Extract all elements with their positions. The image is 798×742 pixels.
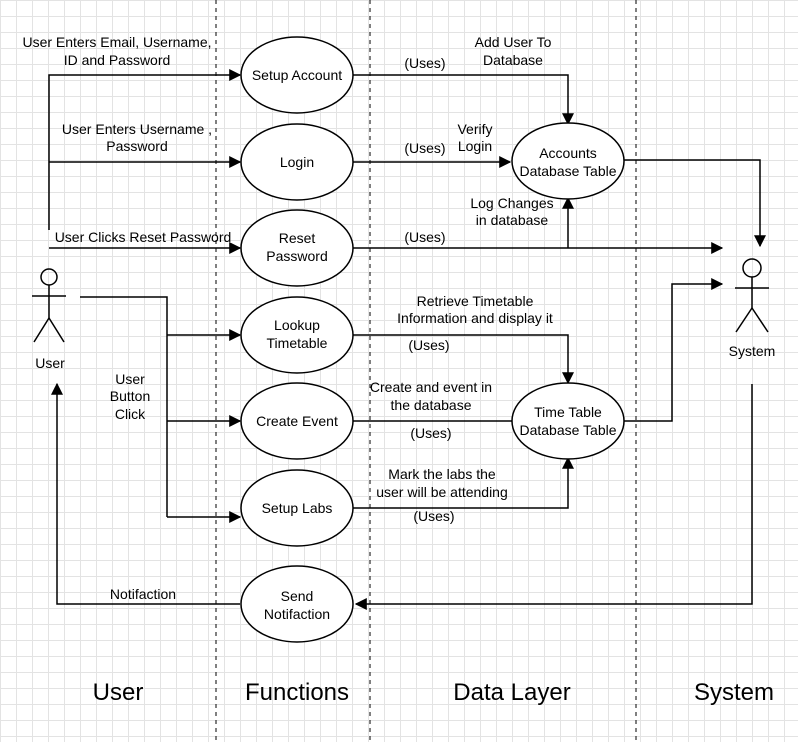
edge-setup-labs-timetable-db: [353, 456, 574, 509]
accounts-database-table-label-1: Accounts: [539, 145, 597, 161]
edge-label-uses-3: (Uses): [404, 229, 445, 245]
use-case-create-event[interactable]: Create Event: [240, 382, 354, 460]
timetable-database-table[interactable]: Time Table Database Table: [511, 382, 625, 460]
use-case-login-label: Login: [280, 154, 314, 170]
edge-label-log-changes-1: Log Changes: [470, 195, 553, 211]
use-case-setup-account[interactable]: Setup Account: [240, 36, 354, 114]
edge-label-button-click-1: User: [115, 371, 145, 387]
use-case-setup-labs[interactable]: Setup Labs: [240, 469, 354, 547]
use-case-send-notification-label-1: Send: [281, 588, 314, 604]
use-case-lookup-timetable-label-1: Lookup: [274, 317, 320, 333]
edge-label-notification: Notifaction: [110, 586, 176, 602]
use-case-reset-password[interactable]: Reset Password: [240, 209, 354, 287]
edge-label-enter-login-2: Password: [106, 138, 167, 154]
timetable-database-table-label-2: Database Table: [519, 422, 616, 438]
accounts-database-table-label-2: Database Table: [519, 163, 616, 179]
use-case-lookup-timetable-label-2: Timetable: [267, 335, 328, 351]
edge-label-button-click-2: Button: [110, 388, 150, 404]
edge-label-create-1: Create and event in: [370, 379, 492, 395]
user-actor: [32, 268, 66, 343]
edge-label-verify-1: Verify: [457, 121, 492, 137]
accounts-database-table[interactable]: Accounts Database Table: [511, 122, 625, 200]
use-case-send-notification-label-2: Notifaction: [264, 606, 330, 622]
user-actor-label: User: [35, 355, 65, 371]
edge-label-clicks-reset: User Clicks Reset Password: [55, 229, 232, 245]
edge-timetable-db-system: [624, 278, 724, 422]
lane-title-user: User: [93, 679, 144, 706]
lane-title-system: System: [694, 679, 774, 706]
edge-label-mark-1: Mark the labs the: [388, 466, 496, 482]
timetable-database-table-label-1: Time Table: [534, 404, 602, 420]
use-case-send-notification[interactable]: Send Notifaction: [240, 565, 354, 643]
edge-label-log-changes-2: in database: [476, 212, 549, 228]
use-case-setup-labs-label: Setup Labs: [262, 500, 333, 516]
edge-label-verify-2: Login: [458, 138, 492, 154]
use-case-reset-password-label-1: Reset: [279, 230, 316, 246]
edge-label-create-2: the database: [391, 397, 472, 413]
edge-label-uses-1: (Uses): [404, 55, 445, 71]
lane-title-data-layer: Data Layer: [453, 679, 570, 706]
edge-label-uses-2: (Uses): [404, 140, 445, 156]
edge-label-enter-login-1: User Enters Username ,: [62, 121, 212, 137]
edge-label-enter-details-2: ID and Password: [64, 52, 171, 68]
use-case-lookup-timetable[interactable]: Lookup Timetable: [240, 296, 354, 374]
edge-label-uses-6: (Uses): [413, 508, 454, 524]
edge-send-notification-user: [51, 382, 240, 605]
edge-system-send-notification: [354, 384, 753, 610]
edge-label-button-click-3: Click: [115, 406, 146, 422]
system-actor: [735, 258, 769, 333]
use-case-create-event-label: Create Event: [256, 413, 338, 429]
system-actor-label: System: [729, 343, 776, 359]
use-case-login[interactable]: Login: [240, 123, 354, 201]
edge-label-add-user-2: Database: [483, 52, 543, 68]
edge-accounts-db-system: [624, 159, 766, 248]
use-case-setup-account-label: Setup Account: [252, 67, 342, 83]
edge-label-enter-details-1: User Enters Email, Username,: [22, 34, 211, 50]
edge-label-retrieve-2: Information and display it: [397, 310, 553, 326]
edge-label-mark-2: user will be attending: [376, 484, 508, 500]
edge-label-retrieve-1: Retrieve Timetable: [417, 293, 534, 309]
edge-label-uses-5: (Uses): [410, 425, 451, 441]
edge-lookup-timetable-db: [353, 334, 574, 385]
edge-setup-account-accounts-db: [353, 74, 574, 126]
edge-user-setup-account: [48, 69, 242, 230]
lane-title-functions: Functions: [245, 679, 349, 706]
use-case-reset-password-label-2: Password: [266, 248, 327, 264]
edge-label-add-user-1: Add User To: [475, 34, 552, 50]
edge-label-uses-4: (Uses): [408, 337, 449, 353]
edge-user-trunk: [80, 296, 168, 517]
